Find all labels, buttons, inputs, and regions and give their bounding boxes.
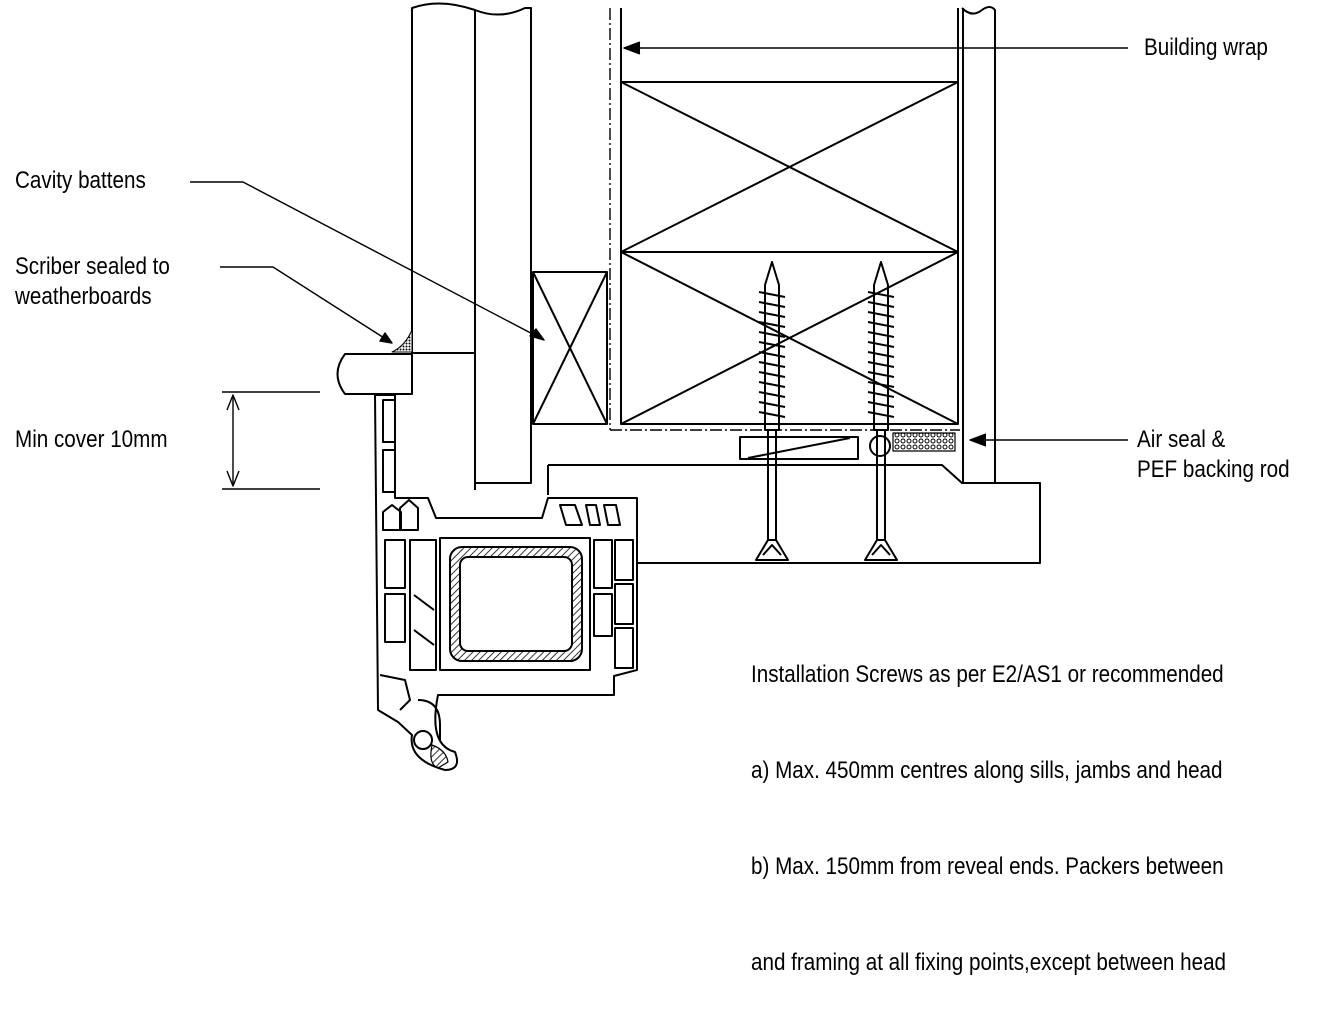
reveal-liner (547, 464, 1041, 564)
window-frame-profile (374, 394, 638, 771)
label-air-seal: Air seal &PEF backing rod (1137, 426, 1290, 483)
pef-backing-rod (869, 435, 891, 457)
cavity-battens-leader (190, 181, 545, 341)
cavity-batten (532, 271, 608, 425)
label-installation-screws: Installation Screws as per E2/AS1 or rec… (751, 661, 1227, 976)
timber-framing (609, 8, 960, 431)
scriber (336, 329, 413, 395)
label-cavity-battens: Cavity battens (15, 167, 146, 194)
window-sill-section-drawing (190, 2, 1128, 771)
min-cover-dimension (222, 391, 320, 490)
interior-lining (961, 6, 996, 484)
air-seal-foam (892, 432, 956, 452)
installation-screw-1 (755, 261, 789, 561)
scriber-leader (220, 266, 393, 344)
packer (739, 436, 859, 460)
installation-screw-2 (864, 261, 898, 561)
weatherboard-cladding (411, 2, 532, 490)
leader-lines (190, 41, 1128, 447)
label-min-cover: Min cover 10mm (15, 426, 168, 453)
label-building-wrap: Building wrap (1144, 34, 1268, 61)
